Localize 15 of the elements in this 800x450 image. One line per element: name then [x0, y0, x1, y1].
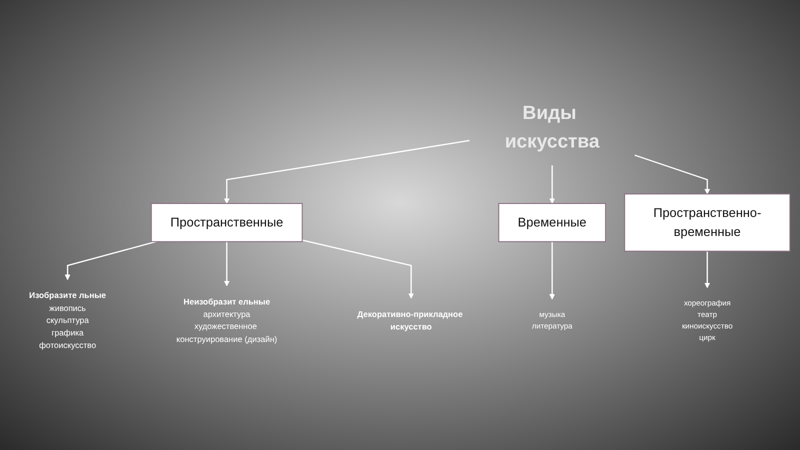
arrow [549, 165, 555, 204]
node-text: Декоративно-прикладное искусство [357, 309, 463, 332]
arrow [549, 242, 555, 300]
node-box: Пространственно-временные [624, 194, 790, 252]
arrow [302, 240, 414, 299]
arrow [704, 251, 710, 288]
node-box: Временные [498, 203, 606, 242]
arrow [224, 242, 230, 286]
node-text: Виды искусства [504, 102, 600, 152]
arrow [64, 241, 156, 280]
node-text: Неизобразит ельные архитектура художественное конструирование (дизайн) [176, 296, 278, 344]
arrow [634, 154, 710, 194]
arrow [224, 140, 470, 204]
node-text: Изобразите льные живопись скульптура графика фотоискусство [29, 290, 106, 350]
node-box: Пространственные [150, 203, 303, 242]
